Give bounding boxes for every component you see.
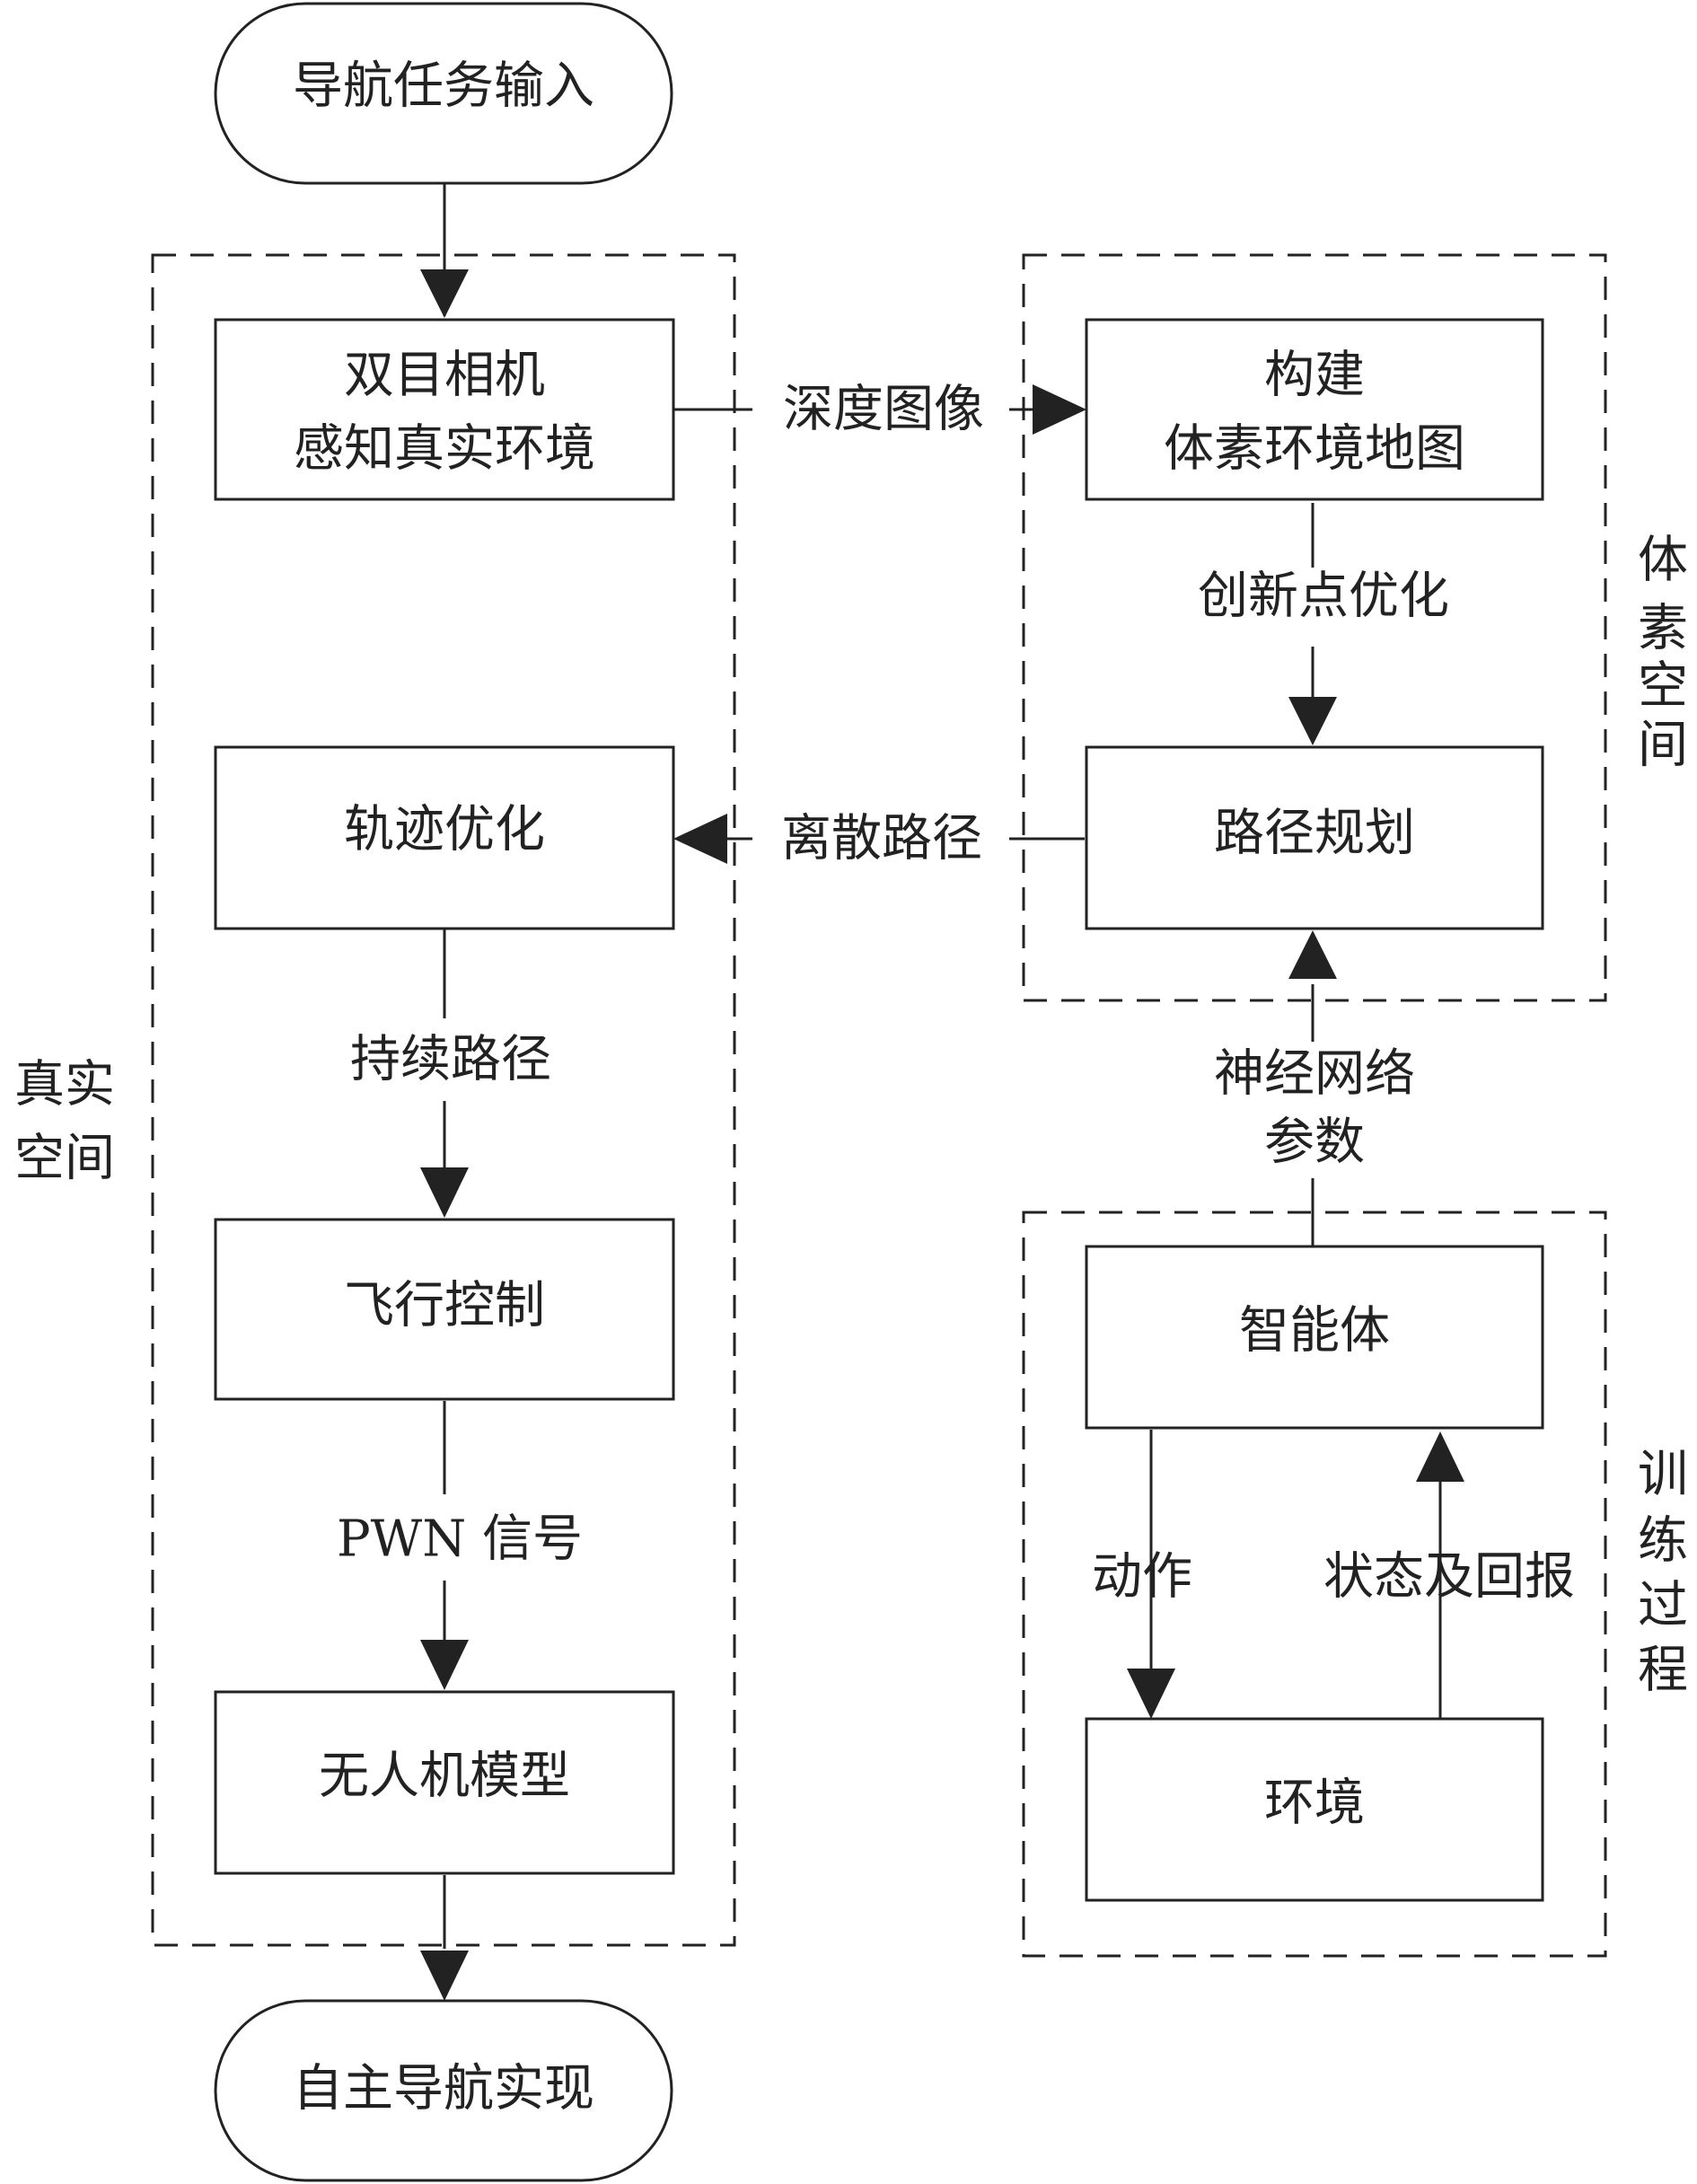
voxel-space-label-char4: 间 bbox=[1638, 717, 1688, 775]
training-label-char4: 程 bbox=[1638, 1642, 1688, 1700]
nn-params-label-line1: 神经网络 bbox=[1214, 1045, 1415, 1104]
voxel-space-frame bbox=[1022, 253, 1607, 1002]
path-planning-label: 路径规划 bbox=[1214, 805, 1415, 863]
pwn-signal-label: PWN 信号 bbox=[337, 1510, 583, 1569]
trajectory-opt-box bbox=[214, 745, 675, 930]
binocular-box bbox=[214, 318, 675, 501]
binocular-label-line1: 双目相机 bbox=[344, 347, 545, 405]
voxel-space-label-char2: 素 bbox=[1638, 600, 1688, 658]
discrete-path-label: 离散路径 bbox=[781, 810, 982, 868]
arrowhead-into-flight bbox=[420, 1167, 469, 1218]
agent-label: 智能体 bbox=[1239, 1302, 1390, 1361]
environment-label: 环境 bbox=[1264, 1774, 1365, 1833]
training-label-char1: 训 bbox=[1638, 1446, 1688, 1504]
voxel-map-box bbox=[1085, 318, 1544, 501]
arrowhead-into-voxel bbox=[1033, 384, 1086, 435]
uav-model-box bbox=[214, 1690, 675, 1875]
state-reward-label: 状态及回报 bbox=[1323, 1548, 1575, 1607]
nn-params-label-line2: 参数 bbox=[1264, 1114, 1365, 1172]
voxel-map-label-line1: 构建 bbox=[1264, 347, 1365, 405]
end-label: 自主导航实现 bbox=[293, 2060, 594, 2118]
end-terminal bbox=[214, 1999, 673, 2182]
arrowhead-into-env bbox=[1127, 1669, 1175, 1719]
continuous-path-label: 持续路径 bbox=[350, 1031, 551, 1089]
start-label: 导航任务输入 bbox=[293, 57, 594, 116]
arrowhead-into-agent bbox=[1416, 1431, 1464, 1482]
agent-box bbox=[1085, 1245, 1544, 1430]
trajectory-opt-label: 轨迹优化 bbox=[344, 801, 545, 859]
arrowhead-into-planning-bottom bbox=[1288, 930, 1337, 979]
start-terminal bbox=[214, 2, 673, 185]
flight-control-box bbox=[214, 1218, 675, 1401]
real-space-label-line1: 真实 bbox=[14, 1056, 115, 1114]
arrowhead-into-binocular bbox=[420, 269, 469, 318]
environment-box bbox=[1085, 1717, 1544, 1902]
real-space-frame bbox=[151, 253, 736, 1947]
training-frame bbox=[1022, 1211, 1607, 1958]
real-space-label-line2: 空间 bbox=[14, 1130, 115, 1188]
uav-model-label: 无人机模型 bbox=[319, 1748, 570, 1806]
arrowhead-into-uav bbox=[420, 1640, 469, 1690]
binocular-label-line2: 感知真实环境 bbox=[294, 420, 595, 479]
flight-control-label: 飞行控制 bbox=[344, 1277, 545, 1335]
voxel-space-label-char3: 空 bbox=[1638, 657, 1688, 716]
arrowhead-into-planning bbox=[1288, 697, 1337, 745]
arrowhead-into-traj bbox=[673, 814, 727, 864]
path-planning-box bbox=[1085, 745, 1544, 930]
training-label-char3: 过 bbox=[1638, 1577, 1688, 1635]
arrowhead-into-end bbox=[420, 1951, 469, 2001]
depth-image-label: 深度图像 bbox=[783, 381, 984, 439]
innovation-opt-label: 创新点优化 bbox=[1198, 568, 1449, 626]
action-label: 动作 bbox=[1092, 1548, 1192, 1607]
training-label-char2: 练 bbox=[1638, 1512, 1688, 1571]
voxel-space-label-char1: 体 bbox=[1638, 532, 1688, 590]
voxel-map-label-line2: 体素环境地图 bbox=[1164, 420, 1465, 479]
